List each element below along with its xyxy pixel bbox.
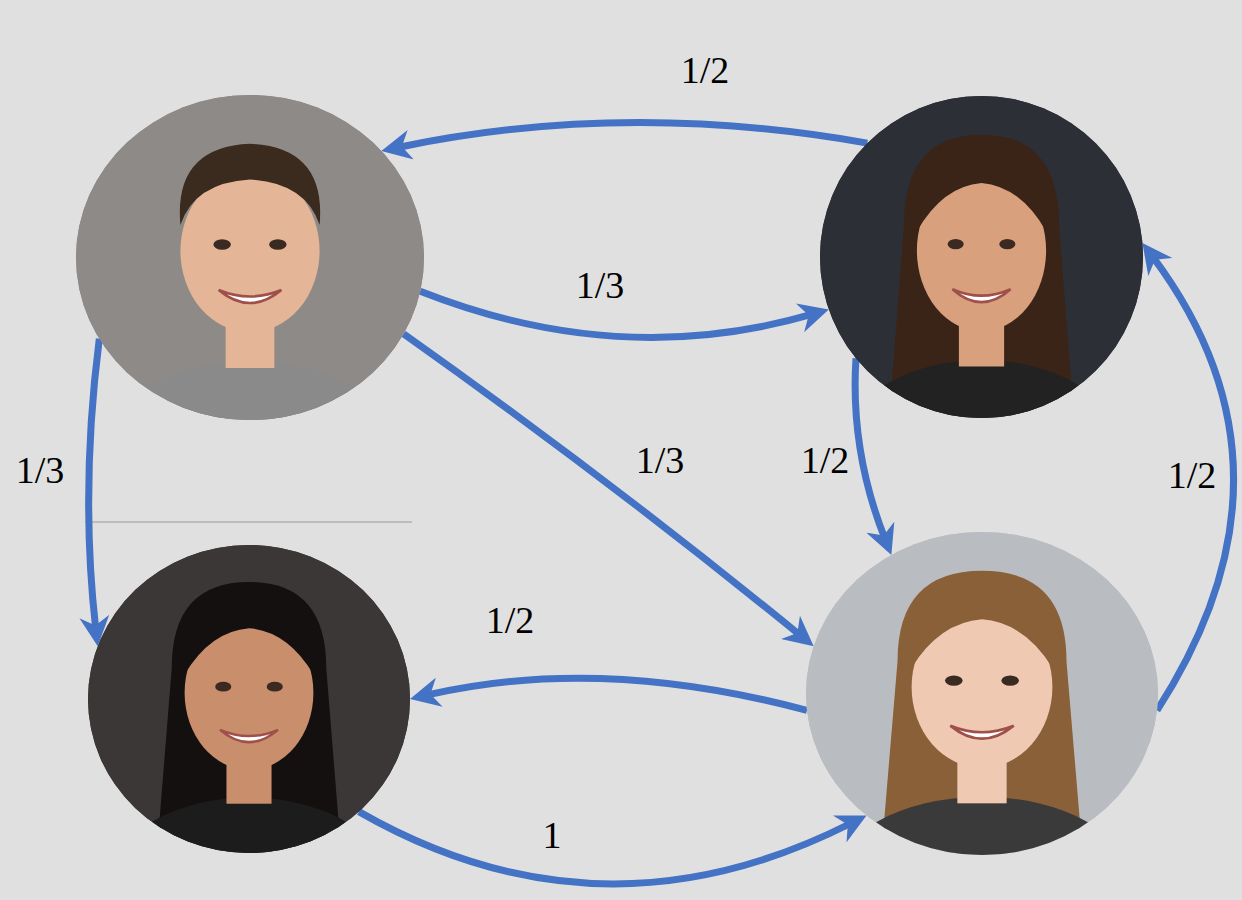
divider-line (85, 522, 412, 523)
portrait (806, 532, 1158, 855)
transition-arrow (404, 334, 800, 635)
portrait-circle (806, 532, 1158, 855)
portrait-circle (88, 545, 410, 853)
probability-label: 1/2 (678, 50, 733, 90)
transition-arrow (359, 812, 851, 884)
probability-label: 1/2 (1165, 455, 1220, 495)
portrait (76, 95, 424, 420)
probability-label: 1 (540, 815, 565, 855)
probability-label: 1/3 (633, 440, 688, 480)
portrait (820, 96, 1143, 418)
portrait-circle (820, 96, 1143, 418)
probability-label: 1/3 (13, 450, 68, 490)
probability-label: 1/3 (573, 265, 628, 305)
transition-arrow (399, 123, 867, 148)
transition-arrow (428, 678, 807, 710)
probability-label: 1/2 (798, 440, 853, 480)
transition-arrow (1153, 257, 1233, 710)
portrait (88, 545, 410, 853)
portrait-circle (76, 95, 424, 420)
probability-label: 1/2 (483, 600, 538, 640)
